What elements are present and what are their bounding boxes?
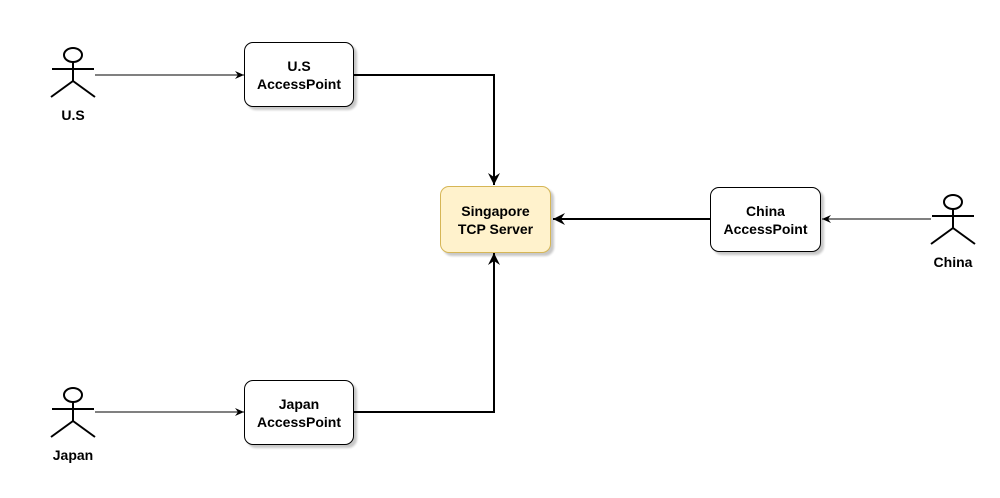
us-accesspoint-node[interactable]: U.S AccessPoint [244,42,354,107]
actor-china-icon [930,194,976,245]
singapore-tcp-server-node[interactable]: Singapore TCP Server [440,186,551,253]
china-accesspoint-line2: AccessPoint [723,220,808,237]
china-accesspoint-line1: China [746,202,785,219]
actor-japan-icon [50,387,96,438]
edge-japan-ap-to-server [354,253,500,413]
japan-accesspoint-line2: AccessPoint [256,413,342,430]
japan-accesspoint-line1: Japan [278,395,320,412]
actor-us-label: U.S [61,107,85,123]
server-line2: TCP Server [457,220,534,237]
server-line1: Singapore [461,202,530,219]
actor-us-icon [50,47,96,98]
us-accesspoint-line2: AccessPoint [256,75,342,92]
actor-japan-label: Japan [52,447,94,463]
japan-accesspoint-node[interactable]: Japan AccessPoint [244,380,354,445]
edge-us-ap-to-server [354,74,500,185]
china-accesspoint-node[interactable]: China AccessPoint [710,187,821,252]
us-accesspoint-line1: U.S [287,57,311,74]
actor-china-label: China [933,254,973,270]
